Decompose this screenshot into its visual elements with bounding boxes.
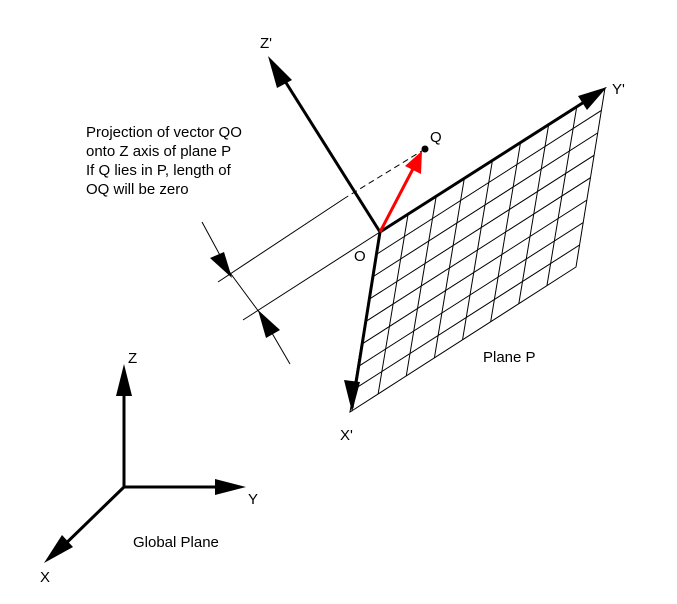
label-global-plane: Global Plane <box>133 534 219 551</box>
global-z-arrowhead <box>116 364 132 396</box>
vector-oq-arrowhead <box>405 151 422 174</box>
dimension-extension-line-top <box>217 197 346 283</box>
hatch-line <box>368 177 415 412</box>
z-prime-arrowhead <box>268 56 292 88</box>
hatch-line <box>350 156 605 374</box>
annotation-line-2: onto Z axis of plane P <box>86 143 231 160</box>
global-y-arrowhead <box>215 479 246 495</box>
z-prime-axis <box>276 69 382 233</box>
vector-oq <box>378 162 418 233</box>
y-prime-axis <box>379 95 593 234</box>
projection-annotation: Projection of vector QO onto Z axis of p… <box>86 124 242 198</box>
hatch-line <box>396 159 443 412</box>
label-z-prime: Z' <box>260 35 272 52</box>
hatch-line <box>350 89 605 307</box>
x-prime-axis <box>350 231 382 409</box>
hatch-line <box>509 88 556 359</box>
dimension-line <box>227 269 263 317</box>
annotation-line-3: If Q lies in P, length of <box>86 162 232 179</box>
label-global-y: Y <box>248 491 258 508</box>
hatch-line <box>350 111 605 329</box>
dimension-extension-line-bottom <box>242 231 381 321</box>
annotation-line-4: OQ will be zero <box>86 181 189 198</box>
y-prime-arrowhead <box>578 87 607 110</box>
label-x-prime: X' <box>340 427 353 444</box>
label-global-z: Z <box>128 350 137 367</box>
hatch-line <box>350 88 605 284</box>
dimension-arrowhead-lower <box>258 310 280 338</box>
label-plane-p: Plane P <box>483 349 536 366</box>
projection-dashed-line <box>344 148 426 199</box>
dimension-arrowhead-upper <box>210 252 232 278</box>
hatch-line <box>424 141 471 412</box>
label-o: O <box>354 248 366 265</box>
hatch-line <box>350 179 605 397</box>
x-prime-arrowhead <box>344 380 360 412</box>
global-x-arrowhead <box>44 535 73 563</box>
annotation-line-1: Projection of vector QO <box>86 124 242 141</box>
label-y-prime: Y' <box>612 81 625 98</box>
hatch-line <box>350 134 605 352</box>
point-q <box>421 145 429 153</box>
hatch-line <box>481 105 528 377</box>
hatch-line <box>350 201 605 412</box>
hatch-line <box>537 88 584 341</box>
label-global-x: X <box>40 569 50 586</box>
label-q: Q <box>430 129 442 146</box>
